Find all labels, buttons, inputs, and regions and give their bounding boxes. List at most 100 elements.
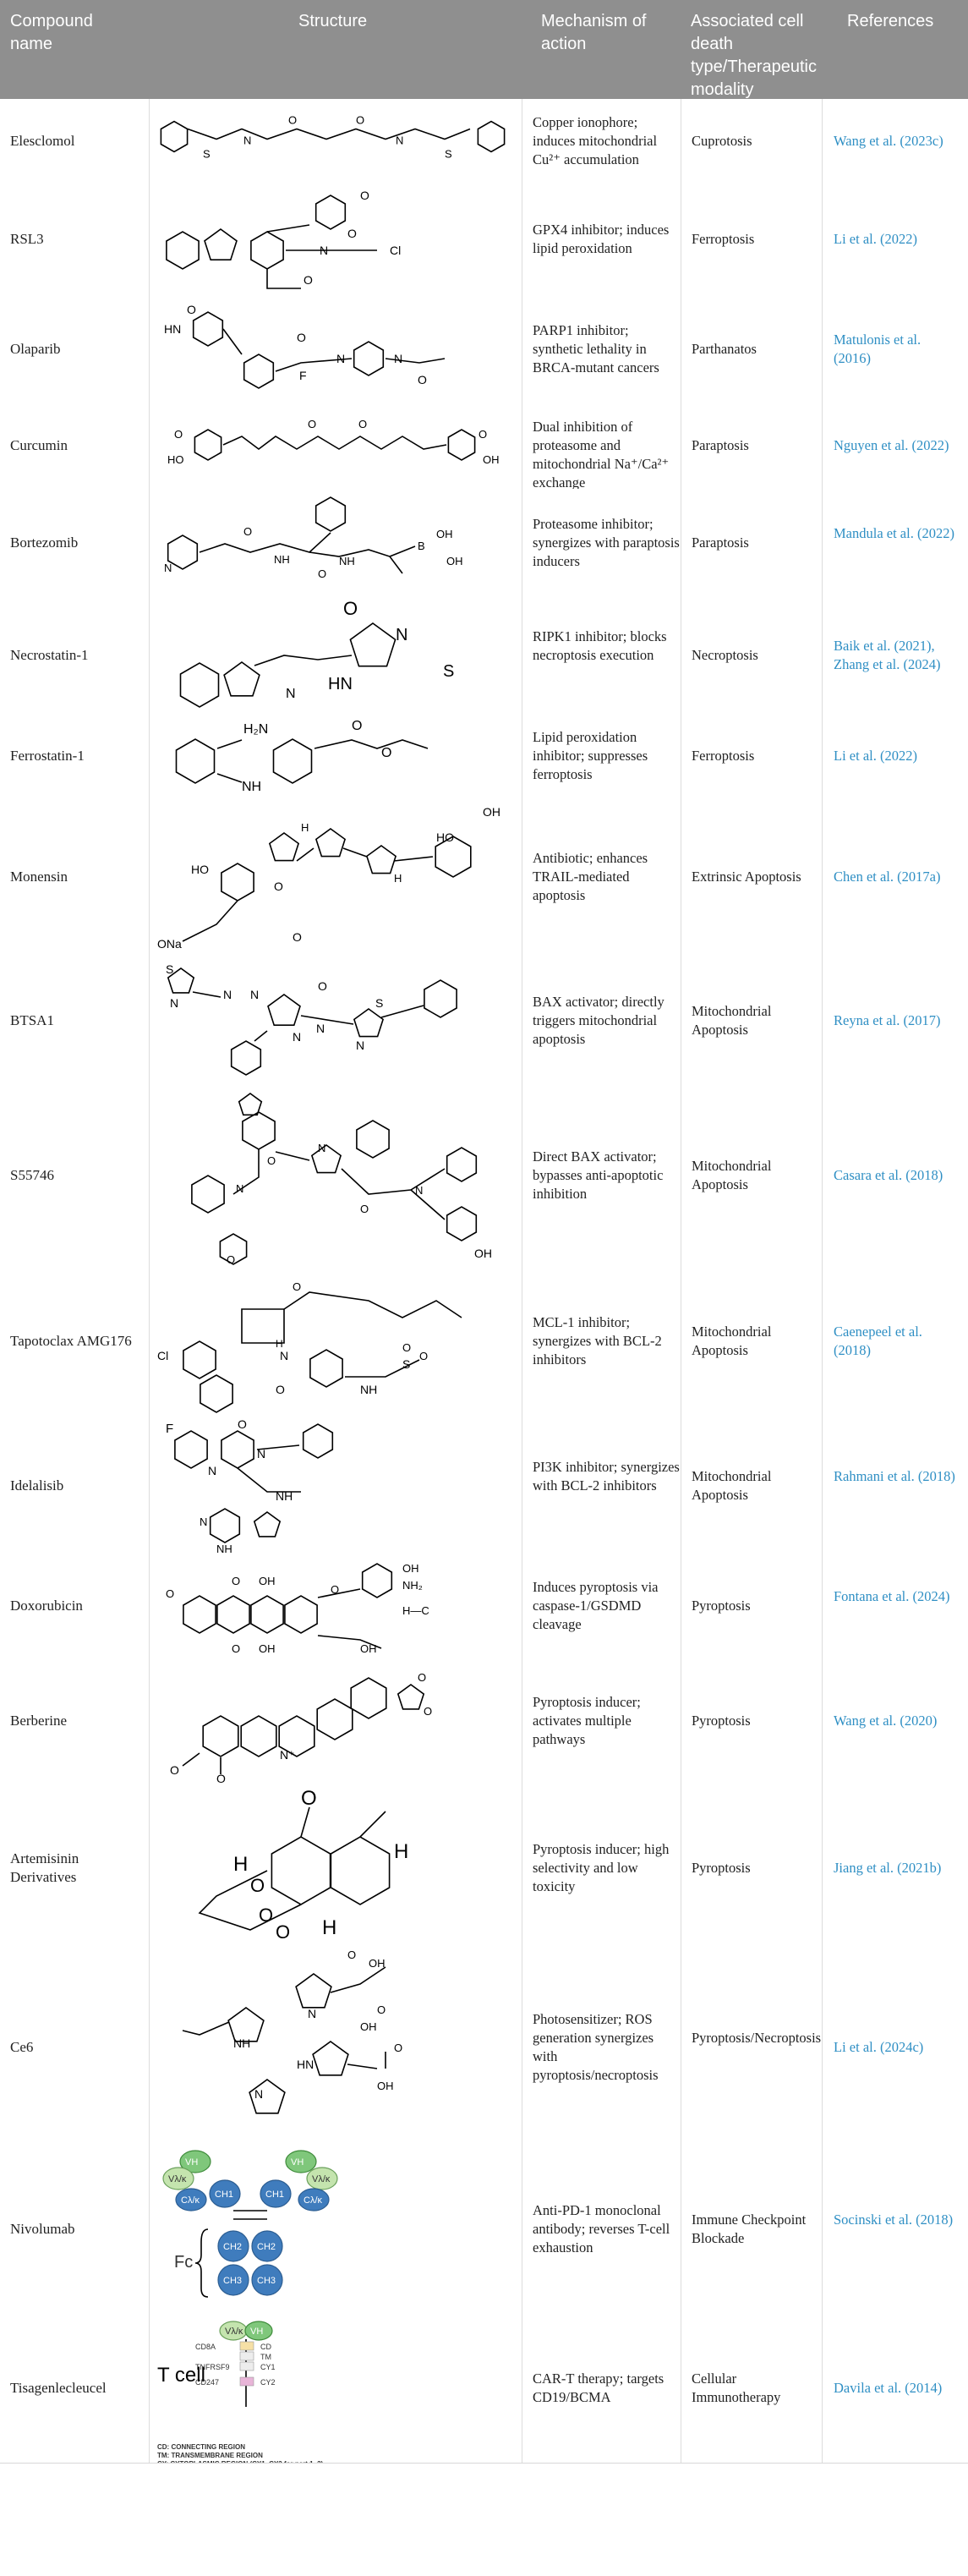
mechanism-text: Direct BAX activator; bypasses anti-apop… bbox=[533, 1148, 664, 1202]
column-divider bbox=[149, 1555, 150, 1656]
bond-path bbox=[435, 836, 472, 878]
column-divider bbox=[822, 1416, 823, 1555]
column-divider bbox=[149, 99, 150, 183]
column-divider bbox=[822, 403, 823, 489]
atom-label: OH bbox=[259, 1642, 276, 1655]
column-divider bbox=[149, 1416, 150, 1555]
reference-link[interactable]: Wang et al. (2020) bbox=[834, 1713, 938, 1729]
mechanism-text: Antibiotic; enhances TRAIL-mediated apop… bbox=[533, 850, 648, 903]
bond-path bbox=[353, 341, 385, 376]
legend-cd: CD: CONNECTING REGION bbox=[157, 2443, 245, 2451]
reference-link[interactable]: Casara et al. (2018) bbox=[834, 1167, 943, 1183]
reference-link[interactable]: Rahmani et al. (2018) bbox=[834, 1468, 955, 1484]
atom-label: O bbox=[347, 227, 357, 240]
mechanism-text: Pyroptosis inducer; activates multiple p… bbox=[533, 1694, 641, 1747]
bond-path bbox=[223, 661, 260, 697]
atom-label: S bbox=[166, 962, 173, 976]
column-divider bbox=[149, 183, 150, 295]
atom-label: O bbox=[274, 880, 283, 893]
cell-death-type: Pyroptosis/Necroptosis bbox=[692, 2030, 822, 2046]
reference-link[interactable]: Nguyen et al. (2022) bbox=[834, 437, 949, 453]
bond-path bbox=[242, 1111, 276, 1150]
reference-link[interactable]: Baik et al. (2021), Zhang et al. (2024) bbox=[834, 638, 941, 672]
column-divider bbox=[822, 715, 823, 797]
atom-label: O bbox=[243, 525, 252, 538]
compound-name: Olaparib bbox=[10, 341, 61, 357]
bond-path bbox=[192, 311, 224, 347]
compound-name: Necrostatin-1 bbox=[10, 647, 89, 663]
cell-death-type: Pyroptosis bbox=[692, 1860, 751, 1876]
bond-path bbox=[216, 1595, 250, 1634]
compound-name: BTSA1 bbox=[10, 1012, 54, 1028]
compound-name: Monensin bbox=[10, 869, 68, 885]
atom-label: O bbox=[352, 719, 362, 733]
ch1-left-domain bbox=[209, 2179, 241, 2208]
column-divider bbox=[822, 2314, 823, 2463]
reference-link[interactable]: Jiang et al. (2021b) bbox=[834, 1860, 942, 1876]
atom-label: S bbox=[203, 148, 211, 161]
atom-label: N bbox=[318, 1142, 325, 1154]
bond-path bbox=[250, 231, 284, 270]
reference-link[interactable]: Socinski et al. (2018) bbox=[834, 2212, 954, 2228]
reference-link[interactable]: Reyna et al. (2017) bbox=[834, 1012, 941, 1028]
bond-path bbox=[254, 655, 353, 666]
bond-path bbox=[268, 832, 300, 862]
reference-link[interactable]: Fontana et al. (2024) bbox=[834, 1588, 950, 1604]
reference-link[interactable]: Caenepeel et al. (2018) bbox=[834, 1324, 922, 1358]
bond-path bbox=[174, 1430, 208, 1469]
cl-left-domain-label: Cλ/κ bbox=[181, 2195, 200, 2206]
compound-name: Tisagenlecleucel bbox=[10, 2380, 107, 2396]
fc-label: Fc bbox=[174, 2253, 193, 2272]
reference-link[interactable]: Mandula et al. (2022) bbox=[834, 525, 954, 541]
reference-link[interactable]: Li et al. (2022) bbox=[834, 748, 917, 764]
atom-label: O bbox=[276, 1383, 285, 1396]
bond-path bbox=[222, 328, 446, 372]
atom-label: O bbox=[187, 303, 196, 316]
cell-death-type: Paraptosis bbox=[692, 437, 749, 453]
bond-path bbox=[238, 1093, 263, 1116]
atom-label: O bbox=[216, 1772, 226, 1785]
bond-path bbox=[312, 2041, 349, 2076]
atom-label: O bbox=[402, 1341, 411, 1354]
vl-right-domain bbox=[306, 2167, 338, 2190]
ch3-right-domain-label: CH3 bbox=[257, 2276, 276, 2286]
column-divider bbox=[822, 295, 823, 403]
ch1-right-domain-label: CH1 bbox=[265, 2190, 284, 2200]
bond-path bbox=[284, 1595, 318, 1634]
cl-right-domain bbox=[298, 2188, 330, 2212]
bond-path bbox=[272, 738, 313, 784]
atom-label: OH bbox=[483, 805, 500, 819]
bond-path bbox=[221, 1430, 254, 1469]
reference-link[interactable]: Li et al. (2022) bbox=[834, 231, 917, 247]
reference-link[interactable]: Li et al. (2024c) bbox=[834, 2039, 924, 2055]
atom-label: OH bbox=[360, 1642, 377, 1655]
atom-label: N bbox=[250, 988, 259, 1001]
reference-link[interactable]: Wang et al. (2023c) bbox=[834, 133, 943, 149]
mechanism-text: GPX4 inhibitor; induces lipid peroxidati… bbox=[533, 222, 670, 256]
mechanism-text: PARP1 inhibitor; synthetic lethality in … bbox=[533, 322, 659, 375]
column-divider bbox=[149, 596, 150, 715]
atom-label: OH bbox=[446, 555, 463, 567]
bond-path bbox=[309, 1349, 343, 1388]
car-segment bbox=[239, 2351, 254, 2361]
legend-cy: CY: CYTOPLASMIC REGION (CY1, CY2 for par… bbox=[157, 2460, 324, 2463]
atom-label: O bbox=[297, 331, 306, 344]
mechanism-text: Induces pyroptosis via caspase-1/GSDMD c… bbox=[533, 1579, 659, 1632]
atom-label: O bbox=[479, 428, 487, 441]
vl-right-domain-label: Vλ/κ bbox=[312, 2174, 331, 2184]
atom-label: N bbox=[208, 1464, 216, 1477]
reference-link[interactable]: Davila et al. (2014) bbox=[834, 2380, 943, 2396]
bond-path bbox=[221, 863, 254, 902]
reference-link[interactable]: Matulonis et al. (2016) bbox=[834, 332, 922, 366]
bond-path bbox=[310, 1144, 342, 1174]
t-cell-label: T cell bbox=[157, 2364, 205, 2387]
reference-link[interactable]: Chen et al. (2017a) bbox=[834, 869, 941, 885]
